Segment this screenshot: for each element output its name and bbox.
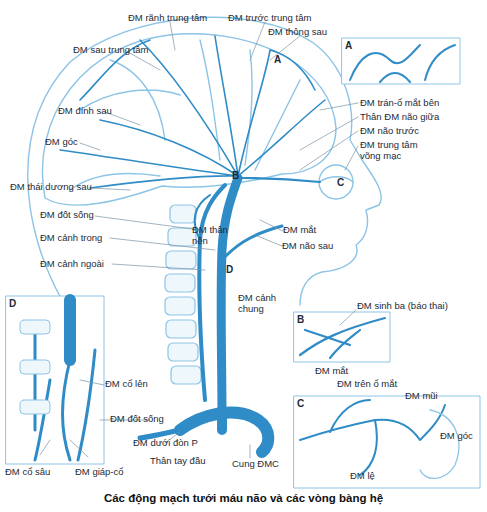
leader-lines <box>40 22 358 458</box>
artery-label: ĐM thông sau <box>268 26 327 37</box>
inset-letter: C <box>337 177 344 188</box>
inset-letter: A <box>345 40 352 51</box>
artery-label: ĐM thái dương sau <box>10 181 92 192</box>
inset-letter: A <box>274 54 281 65</box>
artery-label: ĐM trung tâm võng mạc <box>360 139 422 161</box>
artery-label: ĐM thân nền <box>192 224 232 246</box>
inset-letter: B <box>297 314 304 325</box>
artery-label: ĐM sau trung tâm <box>73 44 149 55</box>
artery-label: ĐM cảnh trong <box>40 232 102 243</box>
main-vessels <box>140 178 282 452</box>
inset-letter: D <box>226 264 233 275</box>
inset-a <box>342 38 460 84</box>
artery-label: ĐM não trước <box>360 125 419 136</box>
head-outline <box>28 17 382 305</box>
artery-label: ĐM giáp-cổ <box>75 466 124 477</box>
artery-label: ĐM đốt sống <box>40 209 94 220</box>
inset-c <box>294 396 480 488</box>
artery-label: ĐM lệ <box>350 470 375 481</box>
artery-label: ĐM mũi <box>405 390 438 401</box>
artery-label: ĐM cổ lên <box>105 378 148 389</box>
artery-label: Thân ĐM não giữa <box>360 111 439 122</box>
artery-label: ĐM dưới đòn P <box>133 437 198 448</box>
artery-label: Thân tay đầu <box>150 455 205 466</box>
artery-label: ĐM rãnh trung tâm <box>128 12 207 23</box>
artery-label: ĐM góc <box>440 430 473 441</box>
artery-label: ĐM mắt <box>283 224 316 235</box>
artery-label: ĐM cổ sâu <box>5 466 50 477</box>
artery-label: ĐM góc <box>45 136 78 147</box>
caption: Các động mạch tưới máu não và các vòng b… <box>0 492 487 504</box>
inset-letter: C <box>297 398 304 409</box>
artery-label: ĐM cảnh ngoài <box>40 258 104 269</box>
artery-label: ĐM trước trung tâm <box>228 12 311 23</box>
artery-label: ĐM não sau <box>282 240 333 251</box>
artery-label: Cung ĐMC <box>232 458 279 469</box>
artery-label: ĐM cảnh chung <box>238 292 280 314</box>
artery-label: ĐM sinh ba (báo thai) <box>357 300 448 311</box>
artery-label: ĐM trên ổ mắt <box>337 378 397 389</box>
artery-label: ĐM đính sau <box>58 105 112 116</box>
inset-d <box>6 296 104 464</box>
artery-label: ĐM trán-ổ mắt bên <box>360 97 439 108</box>
inset-b <box>294 312 390 362</box>
artery-label: ĐM đốt sống <box>110 413 164 424</box>
inset-letter: B <box>232 170 239 181</box>
inset-letter: D <box>9 298 16 309</box>
artery-label: ĐM mắt <box>315 365 348 376</box>
